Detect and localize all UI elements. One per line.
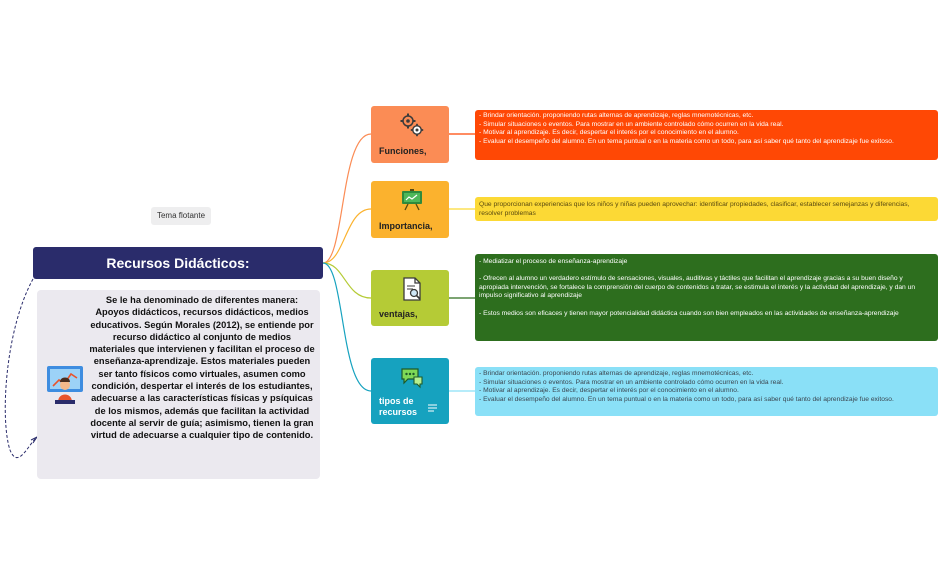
branch-line-importancia — [322, 208, 372, 264]
detail-ventajas[interactable]: - Mediatizar el proceso de enseñanza-apr… — [475, 254, 938, 341]
topic-label: ventajas, — [379, 309, 418, 319]
detail-line: - Brindar orientación. proponiendo rutas… — [479, 112, 754, 119]
detail-line: - Evaluar el desempeño del alumno. En un… — [479, 395, 894, 403]
topic-tipos-de-recursos[interactable]: tipos de recursos — [371, 358, 449, 424]
detail-line: Que proporcionan experiencias que los ni… — [479, 201, 910, 217]
detail-line: - Estos medios son eficaces y tienen may… — [479, 309, 899, 317]
notes-icon[interactable] — [428, 404, 437, 412]
description-box[interactable]: Se le ha denominado de diferentes manera… — [37, 290, 320, 479]
topic-importancia[interactable]: Importancia, — [371, 181, 449, 238]
chat-bubbles-icon — [401, 368, 423, 389]
detail-line: - Simular situaciones o eventos. Para mo… — [479, 120, 784, 128]
detail-spacer — [479, 267, 934, 276]
detail-line: - Mediatizar el proceso de enseñanza-apr… — [479, 258, 628, 265]
topic-ventajas[interactable]: ventajas, — [371, 270, 449, 326]
gears-icon — [400, 113, 424, 137]
detail-funciones[interactable]: - Brindar orientación. proponiendo rutas… — [475, 110, 938, 160]
topic-label: Funciones, — [379, 146, 427, 156]
detail-spacer — [479, 301, 934, 310]
branch-line-funciones — [322, 133, 372, 264]
branch-line-tipos — [322, 262, 372, 392]
detail-line: - Motivar al aprendizaje. Es decir, desp… — [479, 387, 739, 395]
branch-line-ventajas — [322, 262, 372, 299]
central-topic[interactable]: Recursos Didácticos: — [33, 247, 323, 279]
detail-line: - Ofrecen al alumno un verdadero estímul… — [479, 275, 916, 300]
teacher-illustration-icon — [47, 366, 83, 404]
topic-label: tipos de recursos — [379, 396, 418, 417]
dashed-relationship-line — [4, 278, 38, 459]
detail-line: - Simular situaciones o eventos. Para mo… — [479, 378, 784, 386]
presentation-board-icon — [402, 189, 422, 211]
detail-line: - Brindar orientación. proponiendo rutas… — [479, 370, 754, 377]
detail-line: - Evaluar el desempeño del alumno. En un… — [479, 137, 894, 145]
topic-label: Importancia, — [379, 221, 433, 231]
detail-tipos-de-recursos[interactable]: - Brindar orientación. proponiendo rutas… — [475, 367, 938, 416]
topic-funciones[interactable]: Funciones, — [371, 106, 449, 163]
detail-importancia[interactable]: Que proporcionan experiencias que los ni… — [475, 197, 938, 221]
detail-line: - Motivar al aprendizaje. Es decir, desp… — [479, 129, 739, 137]
floating-topic[interactable]: Tema flotante — [151, 207, 211, 225]
description-text: Se le ha denominado de diferentes manera… — [89, 295, 315, 441]
document-search-icon — [403, 277, 421, 301]
